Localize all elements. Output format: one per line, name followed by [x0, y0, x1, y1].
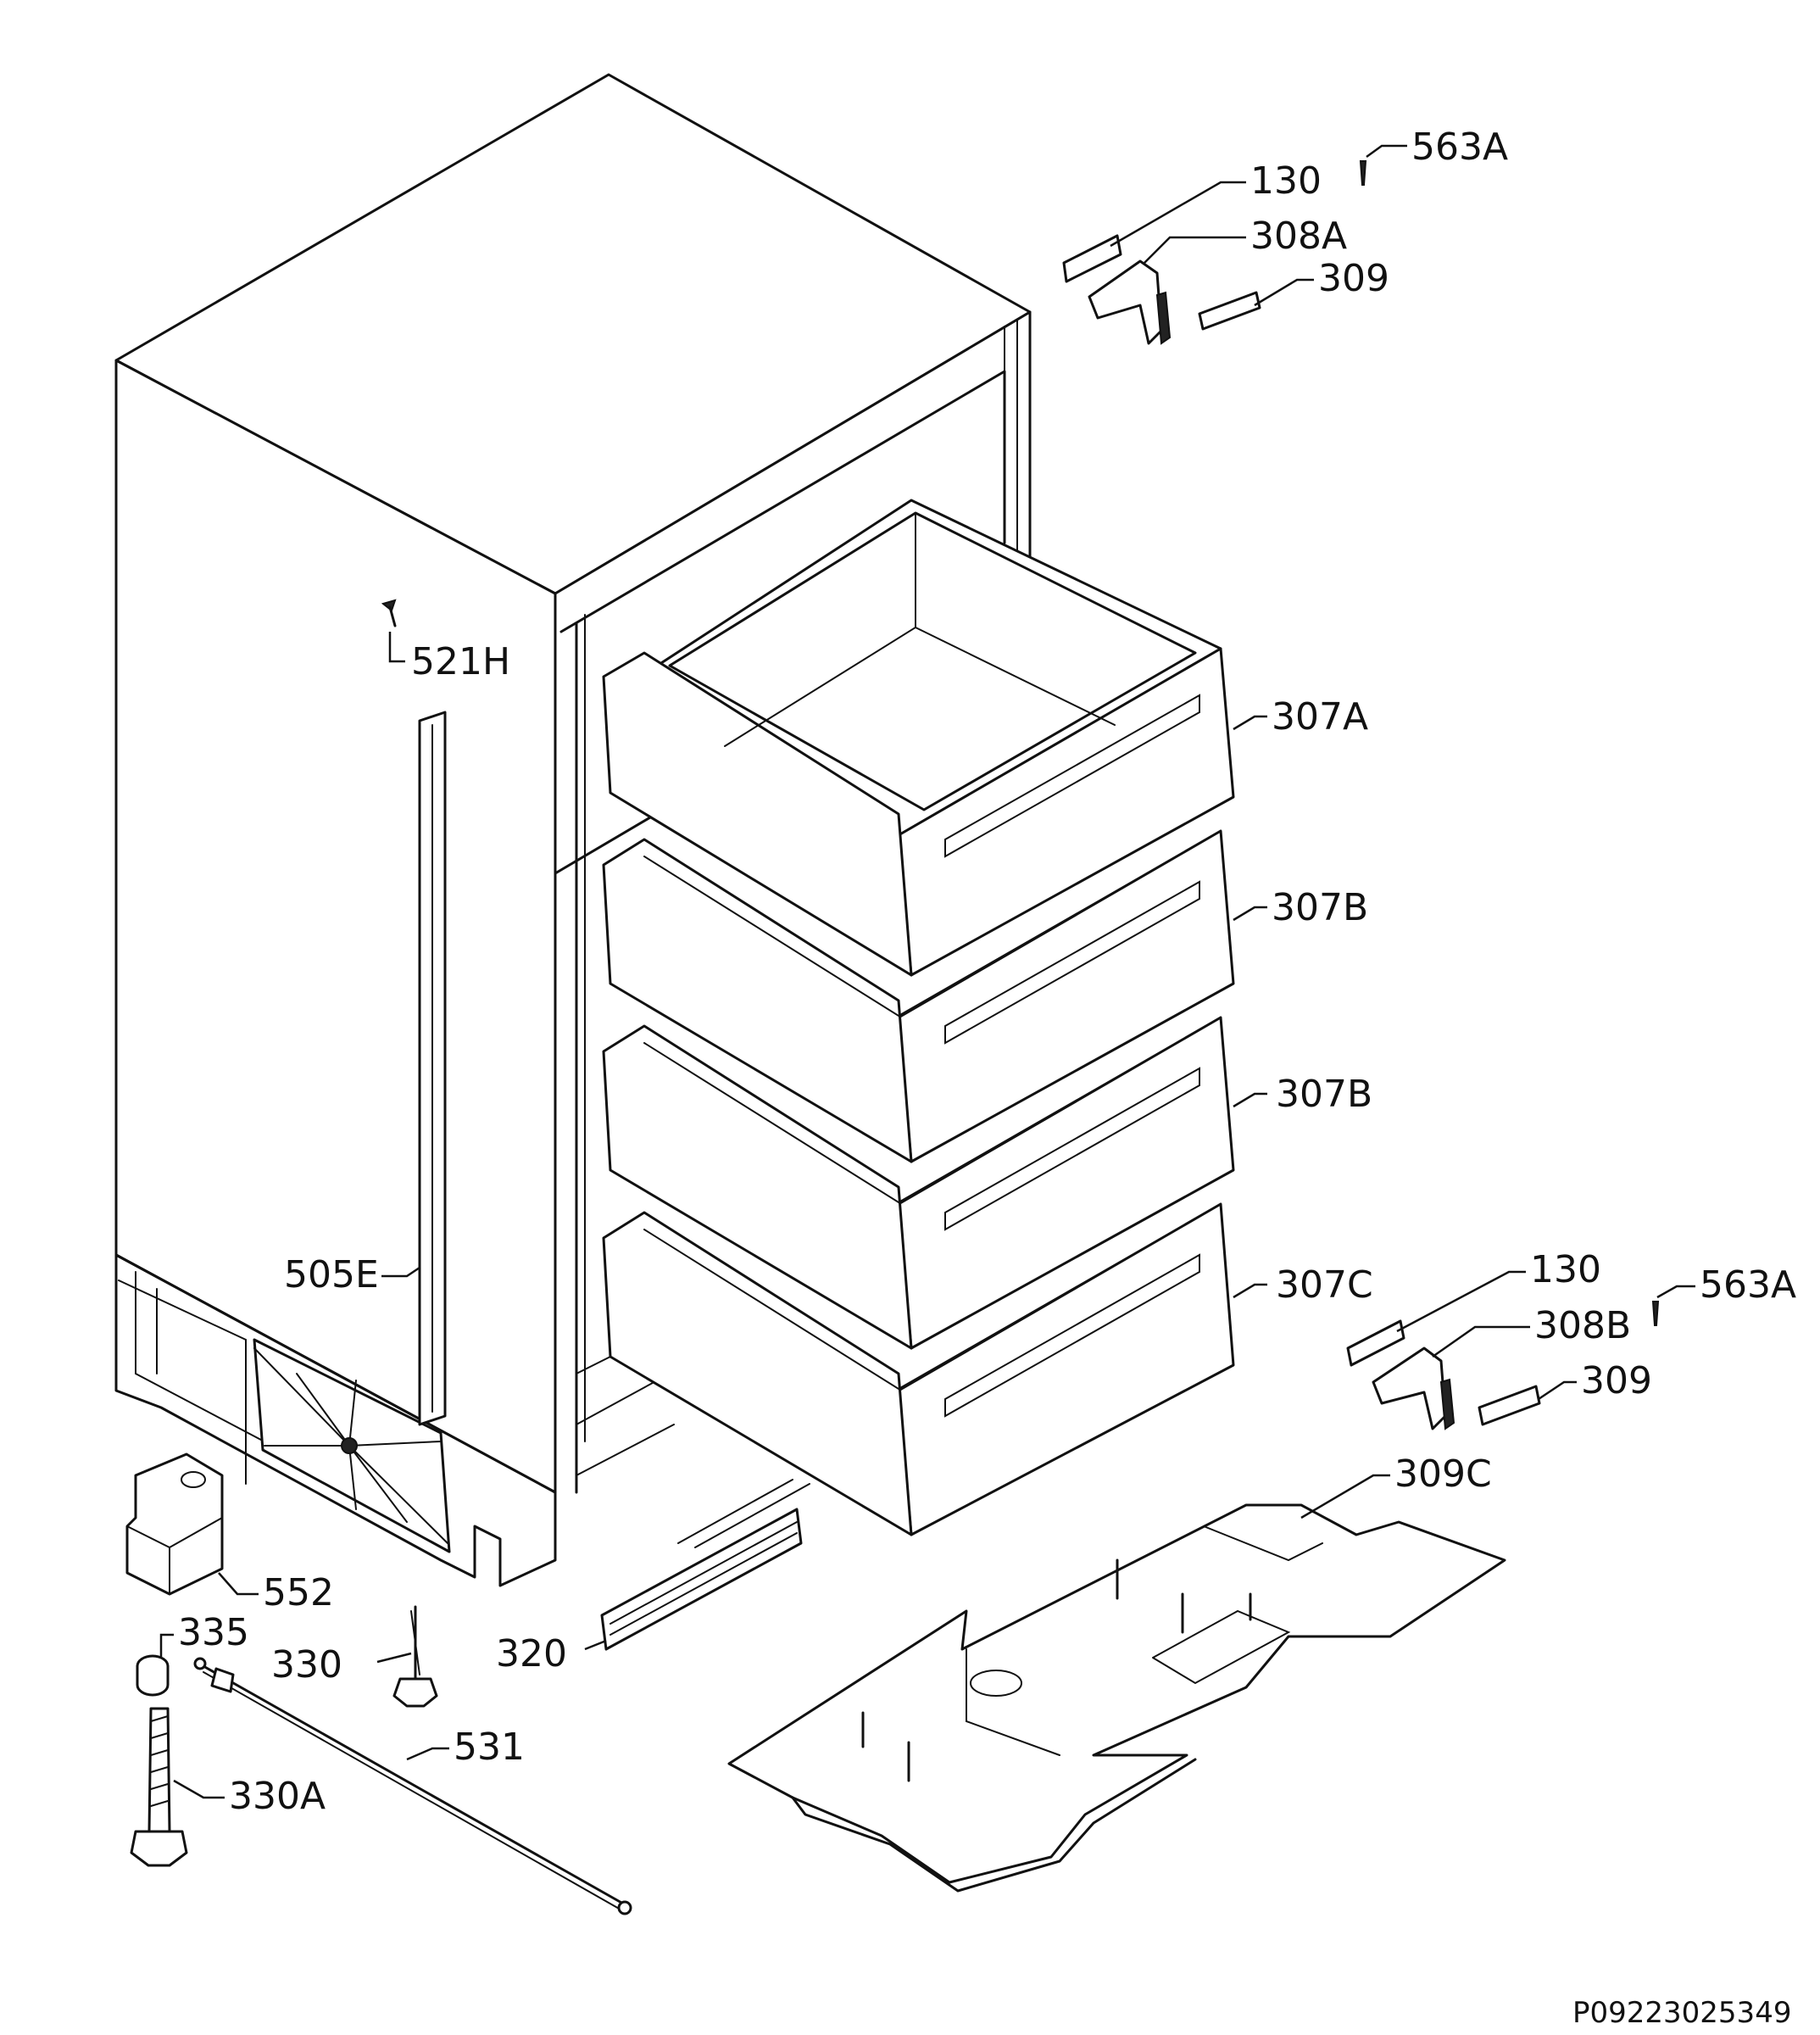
drawer-307c — [602, 1202, 1235, 1536]
drawing-code: P09223025349 — [1572, 1996, 1791, 2030]
label-521h: 521H — [411, 640, 510, 683]
hinge-bottom-group — [1346, 1301, 1660, 1430]
part-labels: 563A 130 308A 309 521H 307A 307B 307B 30… — [178, 125, 1796, 2030]
drawer-307b-upper — [602, 829, 1235, 1163]
drawer-307b-lower — [602, 1016, 1235, 1350]
leader-lines — [159, 144, 1695, 1799]
label-531: 531 — [454, 1726, 525, 1769]
label-130-bottom: 130 — [1530, 1248, 1601, 1291]
label-330: 330 — [271, 1643, 342, 1687]
label-320: 320 — [496, 1632, 567, 1675]
screw-521h — [381, 599, 397, 627]
label-335: 335 — [178, 1611, 249, 1654]
nut-335 — [136, 1654, 170, 1697]
kick-panel-320 — [600, 1479, 810, 1651]
label-308a: 308A — [1250, 215, 1347, 258]
label-309-top: 309 — [1318, 257, 1389, 300]
adjustable-foot-330 — [392, 1605, 438, 1708]
label-307c: 307C — [1276, 1263, 1373, 1307]
label-307b-lower: 307B — [1276, 1073, 1372, 1116]
label-330a: 330A — [229, 1775, 326, 1818]
label-130-top: 130 — [1250, 159, 1322, 203]
label-307a: 307A — [1272, 695, 1368, 739]
label-563a-top: 563A — [1411, 125, 1508, 169]
hinge-top-group — [1062, 160, 1367, 345]
label-552: 552 — [263, 1571, 334, 1614]
rod-531 — [193, 1657, 632, 1915]
bottom-tray-309c — [727, 1503, 1506, 1893]
label-307b-upper: 307B — [1272, 886, 1368, 929]
label-505e: 505E — [284, 1253, 379, 1296]
label-309-bottom: 309 — [1581, 1359, 1652, 1402]
label-563a-bottom: 563A — [1700, 1263, 1796, 1307]
foot-screw-330a — [130, 1707, 188, 1867]
bracket-552 — [125, 1452, 224, 1596]
label-308b: 308B — [1534, 1304, 1631, 1347]
drawer-307a — [602, 499, 1235, 977]
label-309c: 309C — [1394, 1452, 1492, 1496]
